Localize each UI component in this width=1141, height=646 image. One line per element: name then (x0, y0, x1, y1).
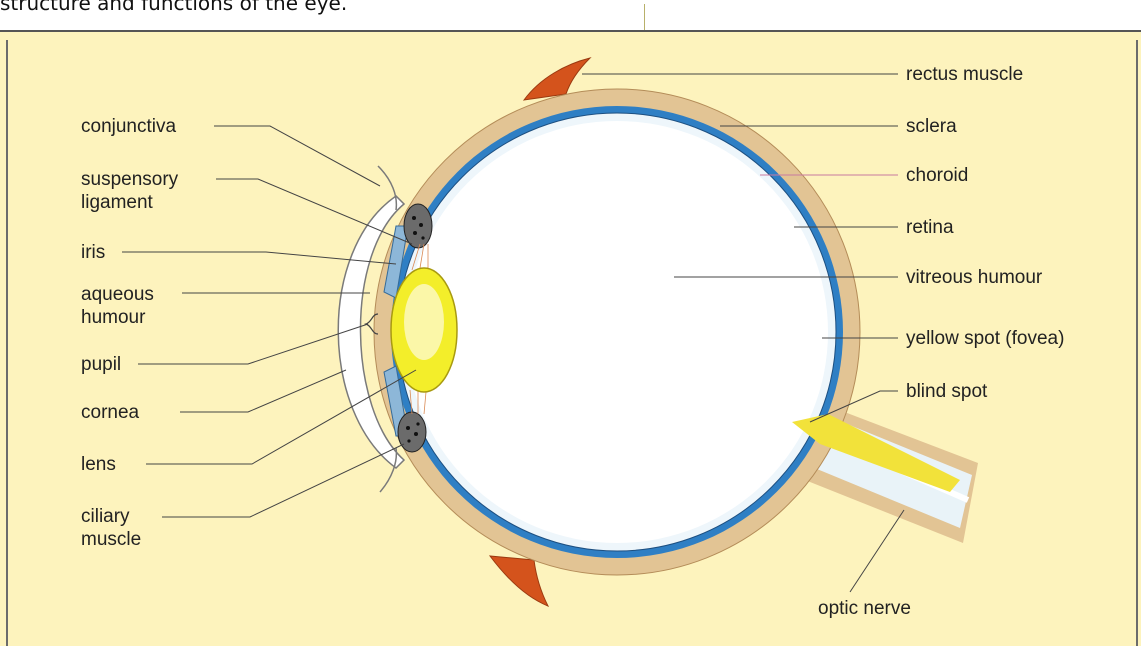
label-suspensory-1: suspensory (81, 168, 178, 191)
label-aqueous-1: aqueous (81, 283, 154, 306)
label-yellow-spot: yellow spot (fovea) (906, 327, 1064, 350)
label-rectus-muscle: rectus muscle (906, 63, 1023, 86)
ciliary-body-upper (404, 204, 432, 248)
leader-pupil (138, 324, 368, 364)
leader-optic-nerve (850, 510, 904, 592)
label-sclera: sclera (906, 115, 957, 138)
label-cornea: cornea (81, 401, 139, 424)
label-iris: iris (81, 241, 105, 264)
label-ciliary-1: ciliary (81, 505, 130, 528)
leader-cornea (180, 370, 346, 412)
label-optic-nerve: optic nerve (818, 597, 911, 620)
leader-conjunctiva (214, 126, 380, 186)
leader-ciliary (162, 444, 404, 517)
label-suspensory-2: ligament (81, 191, 153, 214)
label-choroid: choroid (906, 164, 968, 187)
label-pupil: pupil (81, 353, 121, 376)
label-blind-spot: blind spot (906, 380, 987, 403)
label-ciliary-2: muscle (81, 528, 141, 551)
lens-highlight (404, 284, 444, 360)
label-vitreous-humour: vitreous humour (906, 266, 1042, 289)
label-aqueous-2: humour (81, 306, 145, 329)
label-lens: lens (81, 453, 116, 476)
label-conjunctiva: conjunctiva (81, 115, 176, 138)
ciliary-body-lower (398, 412, 426, 452)
label-retina: retina (906, 216, 954, 239)
rectus-muscle-bottom (490, 556, 548, 606)
vitreous-body (406, 121, 828, 543)
